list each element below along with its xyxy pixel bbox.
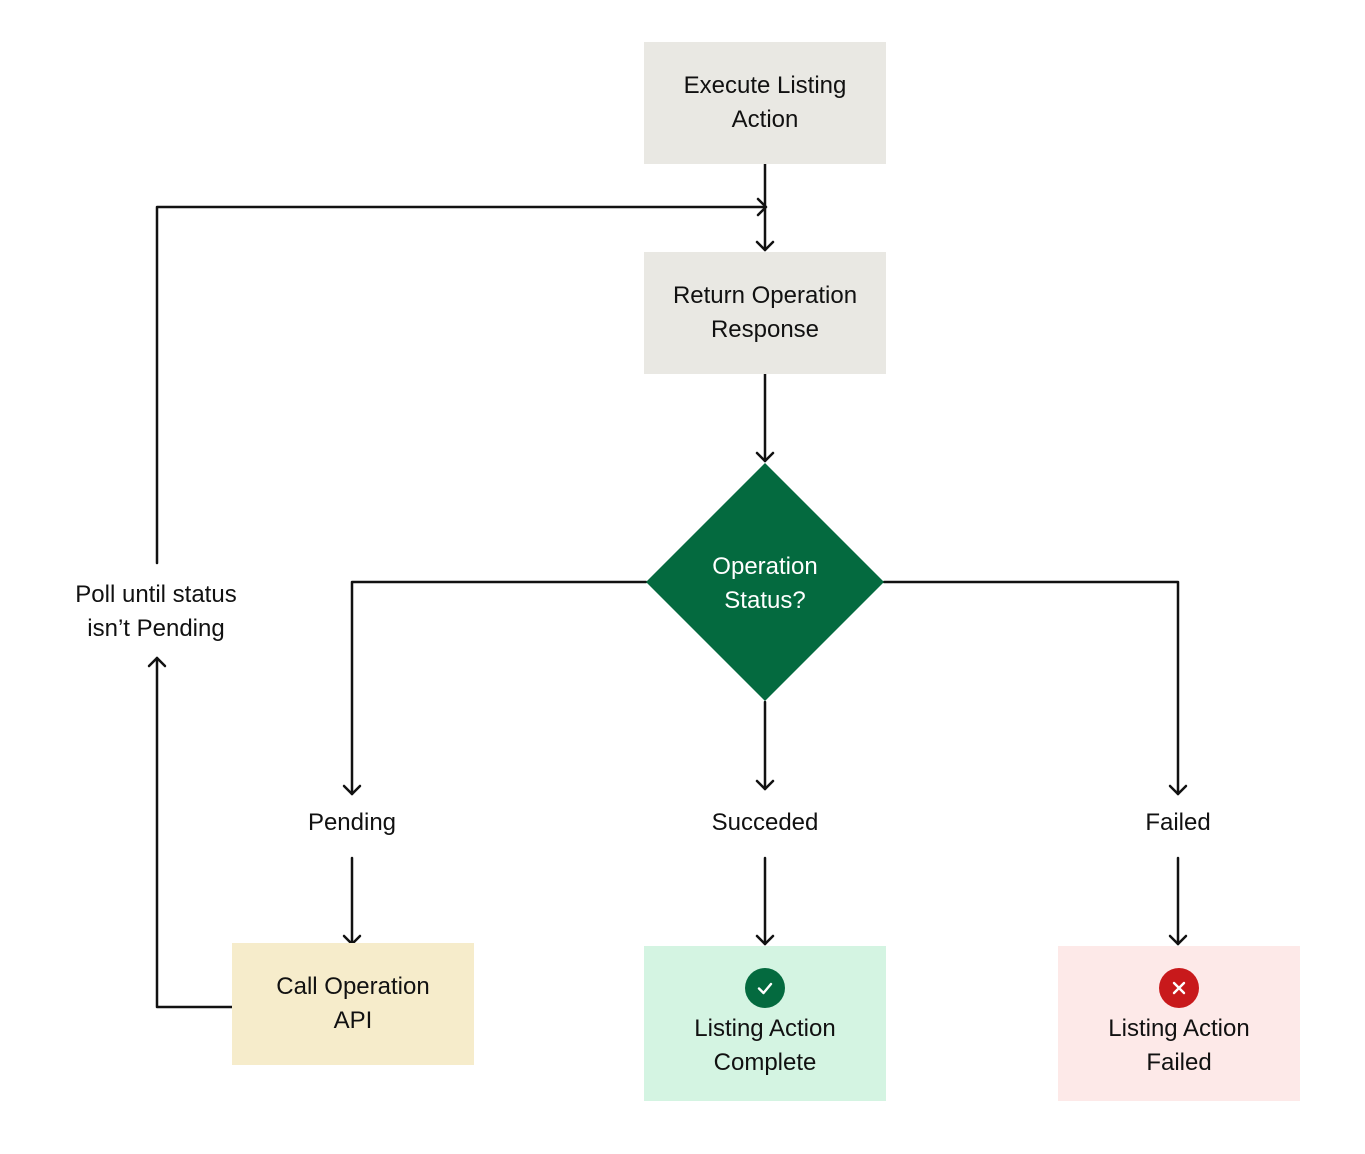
node-label-line2: API bbox=[333, 1007, 373, 1034]
node-label-line1: Return Operation bbox=[672, 282, 858, 309]
edge-decision-to-failed bbox=[882, 580, 1180, 796]
node-label-line1: Listing Action bbox=[694, 1014, 836, 1042]
decision-label-line1: Operation bbox=[712, 553, 818, 580]
x-circle-icon bbox=[1159, 967, 1199, 1008]
failed-label: Failed bbox=[1145, 809, 1211, 836]
arrowhead bbox=[755, 779, 775, 791]
check-circle-icon bbox=[745, 967, 785, 1008]
poll-label-line1: Poll until status bbox=[75, 581, 237, 608]
node-label-line2: Complete bbox=[713, 1048, 817, 1076]
listing-action-failed-node: Listing Action Failed bbox=[1058, 946, 1300, 1101]
edge-poll-loop-top bbox=[155, 205, 767, 565]
node-label-line1: Call Operation bbox=[276, 973, 430, 1000]
call-operation-api-node: Call Operation API bbox=[232, 943, 474, 1065]
arrowhead bbox=[1168, 934, 1188, 946]
succeeded-label: Succeded bbox=[711, 809, 819, 836]
arrowhead bbox=[755, 240, 775, 252]
edge-poll-loop-bottom bbox=[155, 656, 234, 1009]
node-label-line1: Execute Listing bbox=[683, 72, 847, 99]
arrowhead bbox=[342, 784, 362, 796]
operation-status-decision: Operation Status? bbox=[645, 548, 885, 620]
arrowhead bbox=[755, 934, 775, 946]
poll-label-line2: isn’t Pending bbox=[87, 615, 225, 642]
edge-decision-to-pending bbox=[350, 580, 648, 796]
listing-action-complete-node: Listing Action Complete bbox=[644, 946, 886, 1101]
arrowhead bbox=[755, 451, 775, 463]
arrowhead bbox=[1168, 784, 1188, 796]
decision-label-line2: Status? bbox=[724, 587, 806, 614]
pending-label: Pending bbox=[307, 809, 397, 836]
node-label-line2: Action bbox=[731, 106, 799, 133]
arrowhead bbox=[756, 197, 768, 217]
return-operation-response-node: Return Operation Response bbox=[644, 252, 886, 374]
node-label-line2: Response bbox=[710, 316, 820, 343]
poll-label: Poll until status isn’t Pending bbox=[40, 578, 272, 646]
arrowhead bbox=[147, 656, 167, 668]
execute-listing-action-node: Execute Listing Action bbox=[644, 42, 886, 164]
decision-diamond bbox=[646, 463, 884, 701]
node-label-line2: Failed bbox=[1146, 1048, 1212, 1076]
node-label-line1: Listing Action bbox=[1108, 1014, 1250, 1042]
